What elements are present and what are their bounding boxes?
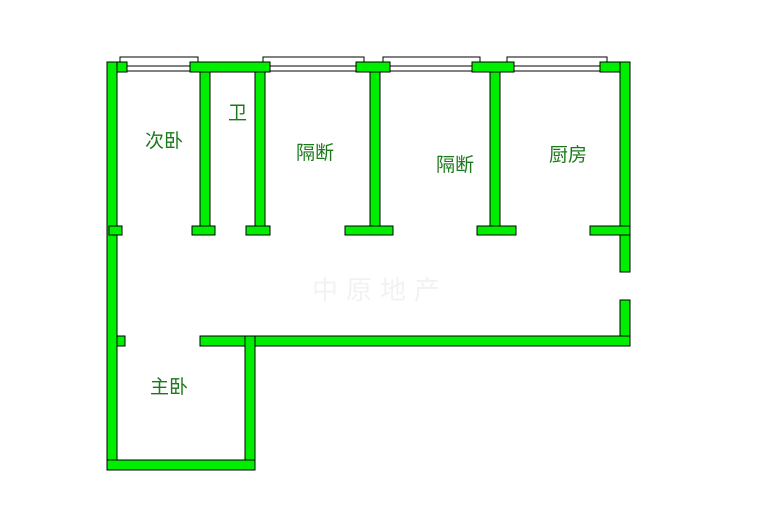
window xyxy=(262,56,365,72)
room-label-second-bedroom: 次卧 xyxy=(145,130,184,152)
wall-interior xyxy=(254,71,266,227)
wall-interior xyxy=(476,225,517,236)
window xyxy=(382,56,481,72)
room-label-partition: 隔断 xyxy=(436,154,475,176)
wall-top xyxy=(189,61,271,73)
room-label-bathroom: 卫 xyxy=(228,102,248,124)
wall-top xyxy=(355,61,391,73)
wall-master-bottom xyxy=(106,459,256,471)
room-label-kitchen: 厨房 xyxy=(549,144,588,166)
wall-interior xyxy=(245,225,271,236)
window xyxy=(506,56,608,72)
wall-interior xyxy=(199,71,211,227)
room-label-partition: 隔断 xyxy=(296,142,335,164)
wall-master-right xyxy=(244,335,256,471)
wall-top xyxy=(471,61,515,73)
watermark: 中原地产 xyxy=(312,276,449,306)
wall-interior xyxy=(489,71,501,227)
wall-corridor-bottom xyxy=(199,335,631,347)
wall-stub xyxy=(589,225,631,236)
wall-left xyxy=(106,61,118,471)
wall-interior xyxy=(369,71,381,227)
wall-interior xyxy=(344,225,394,236)
wall-interior xyxy=(191,225,216,236)
wall-stub xyxy=(116,335,126,347)
window xyxy=(119,56,199,72)
wall-stub xyxy=(108,225,123,236)
room-label-master-bedroom: 主卧 xyxy=(150,376,189,398)
wall-right xyxy=(619,61,631,273)
